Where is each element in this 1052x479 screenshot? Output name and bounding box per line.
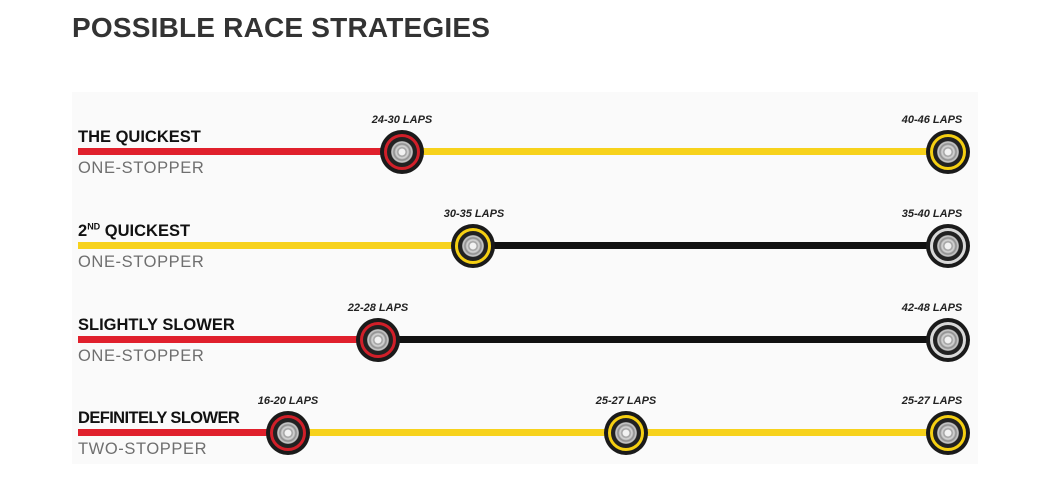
tyre-icon [926, 318, 970, 362]
tyre-icon [926, 411, 970, 455]
strategy-row-quickest: THE QUICKEST ONE-STOPPER 24-30 LAPS 40-4… [0, 110, 1052, 190]
stint-bar [473, 242, 948, 249]
strategy-name: SLIGHTLY SLOWER [78, 316, 235, 334]
tyre-icon [451, 224, 495, 268]
strategy-name-main: QUICKEST [100, 222, 191, 240]
tyre-icon [380, 130, 424, 174]
pit-laps-label: 25-27 LAPS [901, 395, 963, 407]
pit-laps-label: 35-40 LAPS [901, 208, 963, 220]
pit-laps-label: 24-30 LAPS [371, 114, 433, 126]
strategy-name: DEFINITELY SLOWER [78, 409, 240, 427]
strategy-stops: ONE-STOPPER [78, 347, 205, 365]
stint-bar [78, 429, 288, 436]
strategy-row-definitely-slower: DEFINITELY SLOWER TWO-STOPPER 16-20 LAPS… [0, 391, 1052, 471]
stint-bar [402, 148, 948, 155]
pit-laps-label: 42-48 LAPS [901, 302, 963, 314]
stint-bar [78, 148, 402, 155]
strategy-name-sup: ND [87, 221, 101, 232]
pit-laps-label: 22-28 LAPS [347, 302, 409, 314]
tyre-icon [356, 318, 400, 362]
strategy-name: 2ND QUICKEST [78, 222, 190, 240]
pit-laps-label: 25-27 LAPS [595, 395, 657, 407]
strategy-stops: TWO-STOPPER [78, 440, 208, 458]
stint-bar [78, 336, 378, 343]
stint-bar [78, 242, 473, 249]
tyre-icon [926, 224, 970, 268]
strategy-stops: ONE-STOPPER [78, 159, 205, 177]
strategy-stops: ONE-STOPPER [78, 253, 205, 271]
pit-laps-label: 30-35 LAPS [443, 208, 505, 220]
page-title: POSSIBLE RACE STRATEGIES [72, 12, 491, 43]
stint-bar [626, 429, 948, 436]
tyre-icon [604, 411, 648, 455]
stint-bar [288, 429, 626, 436]
stint-bar [378, 336, 948, 343]
pit-laps-label: 16-20 LAPS [257, 395, 319, 407]
strategy-name: THE QUICKEST [78, 128, 201, 146]
strategy-row-slightly-slower: SLIGHTLY SLOWER ONE-STOPPER 22-28 LAPS 4… [0, 298, 1052, 378]
strategy-name-prefix: 2 [78, 222, 88, 240]
pit-laps-label: 40-46 LAPS [901, 114, 963, 126]
tyre-icon [926, 130, 970, 174]
strategy-row-second-quickest: 2ND QUICKEST ONE-STOPPER 30-35 LAPS 35-4… [0, 204, 1052, 284]
tyre-icon [266, 411, 310, 455]
